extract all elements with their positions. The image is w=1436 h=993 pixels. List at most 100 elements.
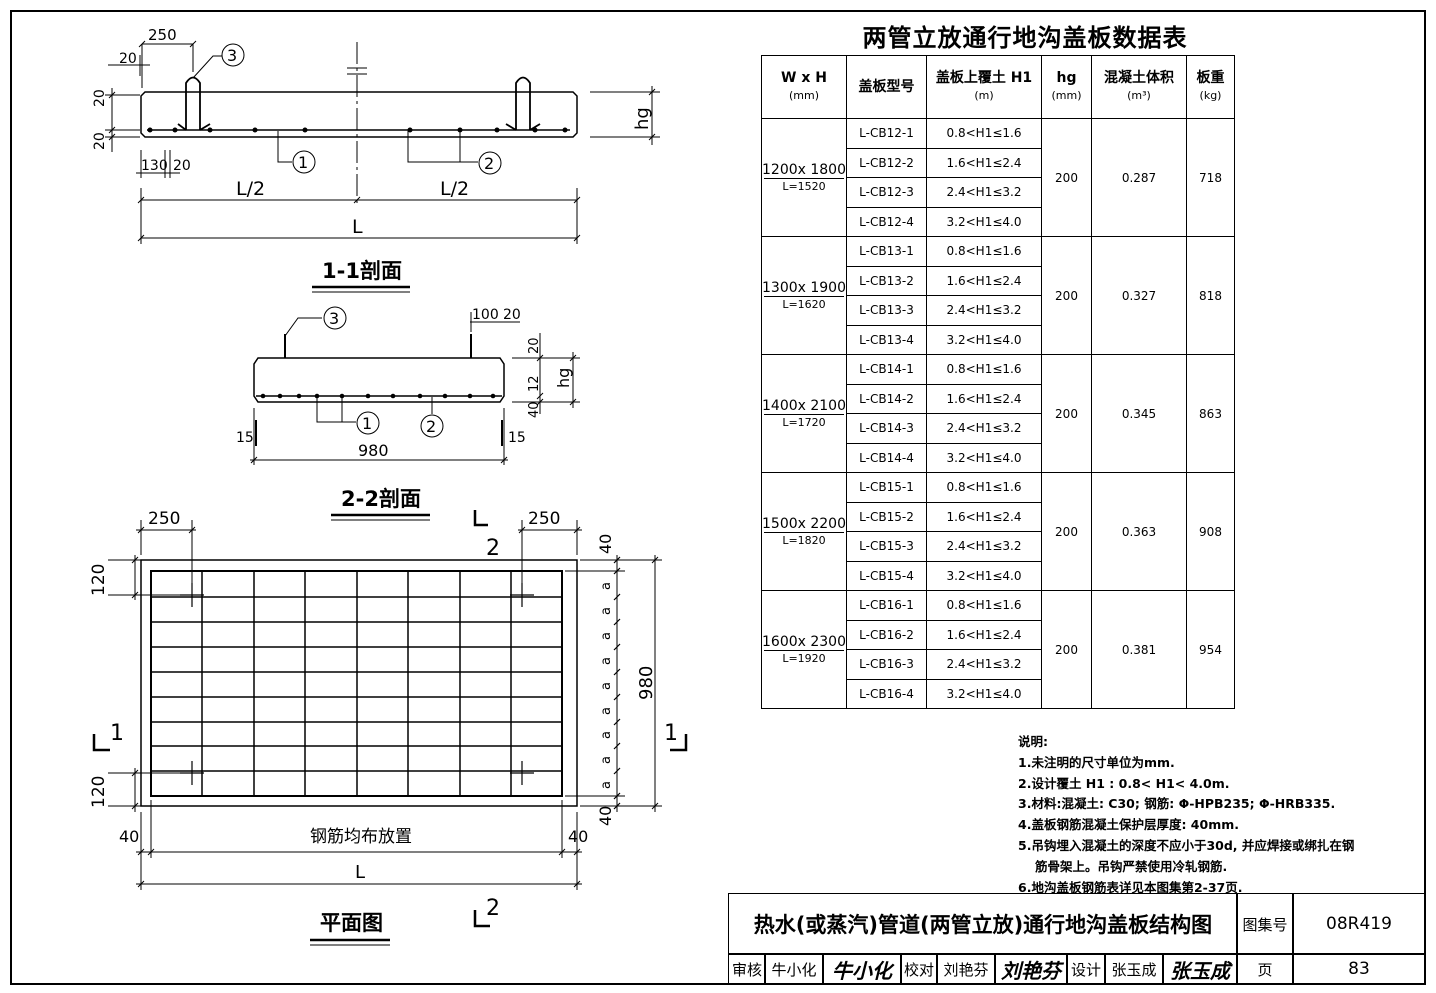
volume-cell: 0.363 xyxy=(1091,472,1187,591)
section-2-title: 2-2剖面 xyxy=(341,487,421,511)
section-1-1: 250 20 20 20 130 20 L/2 L/2 xyxy=(92,26,660,293)
table-header-cell: 盖板上覆土 H1 (m) xyxy=(926,55,1042,119)
table-header-cell: 板重 (kg) xyxy=(1186,55,1235,119)
section-2-2: 3 1 2 100 20 20 12 40 hg xyxy=(236,306,580,521)
callout-3-s1: 3 xyxy=(227,46,237,65)
cover-soil-cell: 1.6<H1≤2.4 xyxy=(926,383,1042,414)
plan-view: 250 250 120 120 xyxy=(89,509,688,946)
dim-20-a-s1: 20 xyxy=(92,89,108,107)
model-cell: L-CB13-4 xyxy=(846,324,927,355)
reviewer-signature: 牛小化 xyxy=(822,953,902,985)
callout-1-s1: 1 xyxy=(298,153,308,172)
dim-40-top-plan: 40 xyxy=(596,534,615,554)
model-cell: L-CB14-1 xyxy=(846,354,927,385)
size-value: 1600x 2300 xyxy=(762,633,846,650)
cover-plate-data-table: W x H(mm)盖板型号盖板上覆土 H1(m)hg(mm)混凝土体积(m³)板… xyxy=(761,55,1235,709)
model-cell: L-CB14-3 xyxy=(846,413,927,444)
header-main: 盖板上覆土 H1 xyxy=(935,70,1033,86)
model-cell: L-CB12-1 xyxy=(846,118,927,149)
plan-slab-outline xyxy=(140,559,578,807)
cover-soil-cell: 2.4<H1≤3.2 xyxy=(926,295,1042,326)
plan-title: 平面图 xyxy=(320,911,383,935)
drawing-title: 热水(或蒸汽)管道(两管立放)通行地沟盖板结构图 xyxy=(728,893,1238,955)
cover-soil-cell: 3.2<H1≤4.0 xyxy=(926,324,1042,355)
check-label: 校对 xyxy=(900,953,938,985)
length-value: L=1720 xyxy=(764,413,844,430)
cut-marker-1-left: 1 xyxy=(110,721,124,746)
spacing-a: a xyxy=(599,756,614,764)
cover-soil-cell: 3.2<H1≤4.0 xyxy=(926,442,1042,473)
rebar-dots-2 xyxy=(260,393,496,399)
cut-marker-2-bottom: 2 xyxy=(486,896,500,921)
model-cell: L-CB15-2 xyxy=(846,501,927,532)
dim-40-left-plan: 40 xyxy=(119,827,139,846)
header-unit: (m) xyxy=(974,89,994,102)
dim-120-top-plan: 120 xyxy=(89,564,109,596)
cover-soil-cell: 1.6<H1≤2.4 xyxy=(926,265,1042,296)
half-length-left: L/2 xyxy=(236,178,265,200)
spacing-marks-a: a a a a a a a a a xyxy=(599,582,614,789)
callout-3-s2: 3 xyxy=(329,309,339,328)
spacing-a: a xyxy=(599,682,614,690)
slab-1-outline xyxy=(140,91,578,138)
atlas-number: 08R419 xyxy=(1292,893,1426,955)
dim-130-s1: 130 xyxy=(141,158,168,174)
volume-cell: 0.345 xyxy=(1091,354,1187,473)
cover-soil-cell: 3.2<H1≤4.0 xyxy=(926,560,1042,591)
rebar-distribution-label: 钢筋均布放置 xyxy=(310,827,412,847)
size-value: 1400x 2100 xyxy=(762,397,846,414)
header-unit: (mm) xyxy=(1051,89,1082,102)
spacing-a: a xyxy=(599,632,614,640)
header-unit: (kg) xyxy=(1199,89,1222,102)
model-cell: L-CB13-2 xyxy=(846,265,927,296)
weight-cell: 718 xyxy=(1186,118,1235,237)
length-L-plan: L xyxy=(355,862,365,883)
model-cell: L-CB12-3 xyxy=(846,177,927,208)
model-cell: L-CB12-2 xyxy=(846,147,927,178)
hg-cell: 200 xyxy=(1041,354,1092,473)
weight-cell: 863 xyxy=(1186,354,1235,473)
header-main: 板重 xyxy=(1196,70,1225,86)
header-unit: (mm) xyxy=(788,89,819,102)
volume-cell: 0.287 xyxy=(1091,118,1187,237)
section-1-title: 1-1剖面 xyxy=(322,259,402,283)
spacing-a: a xyxy=(599,781,614,789)
checker-signature: 刘艳芬 xyxy=(994,953,1068,985)
dim-100-s2: 100 xyxy=(472,307,499,323)
cover-soil-cell: 1.6<H1≤2.4 xyxy=(926,501,1042,532)
model-cell: L-CB16-2 xyxy=(846,619,927,650)
model-cell: L-CB15-1 xyxy=(846,472,927,503)
design-label: 设计 xyxy=(1066,953,1106,985)
callout-1-s2: 1 xyxy=(362,414,372,433)
cover-soil-cell: 3.2<H1≤4.0 xyxy=(926,678,1042,709)
drawing-frame xyxy=(10,10,1426,985)
cover-soil-cell: 1.6<H1≤2.4 xyxy=(926,147,1042,178)
header-main: 盖板型号 xyxy=(858,78,915,95)
width-980-s2: 980 xyxy=(358,441,389,460)
dim-40-s2: 40 xyxy=(527,401,542,418)
length-value: L=1620 xyxy=(764,295,844,312)
rebar-dots-1 xyxy=(147,127,568,133)
dim-250-left-plan: 250 xyxy=(148,509,180,529)
note-item: 3.材料:混凝土: C30; 钢筋: Φ-HPB235; Φ-HRB335. xyxy=(1018,796,1336,812)
drawings-svg: 250 20 20 20 130 20 L/2 L/2 xyxy=(89,26,688,946)
cover-soil-cell: 0.8<H1≤1.6 xyxy=(926,472,1042,503)
page-number: 83 xyxy=(1292,953,1426,985)
cut-marker-2-top: 2 xyxy=(486,536,500,561)
dim-120-bottom-plan: 120 xyxy=(89,776,109,808)
spacing-a: a xyxy=(599,607,614,615)
lifting-hook-left xyxy=(177,76,211,131)
length-value: L=1920 xyxy=(764,649,844,666)
